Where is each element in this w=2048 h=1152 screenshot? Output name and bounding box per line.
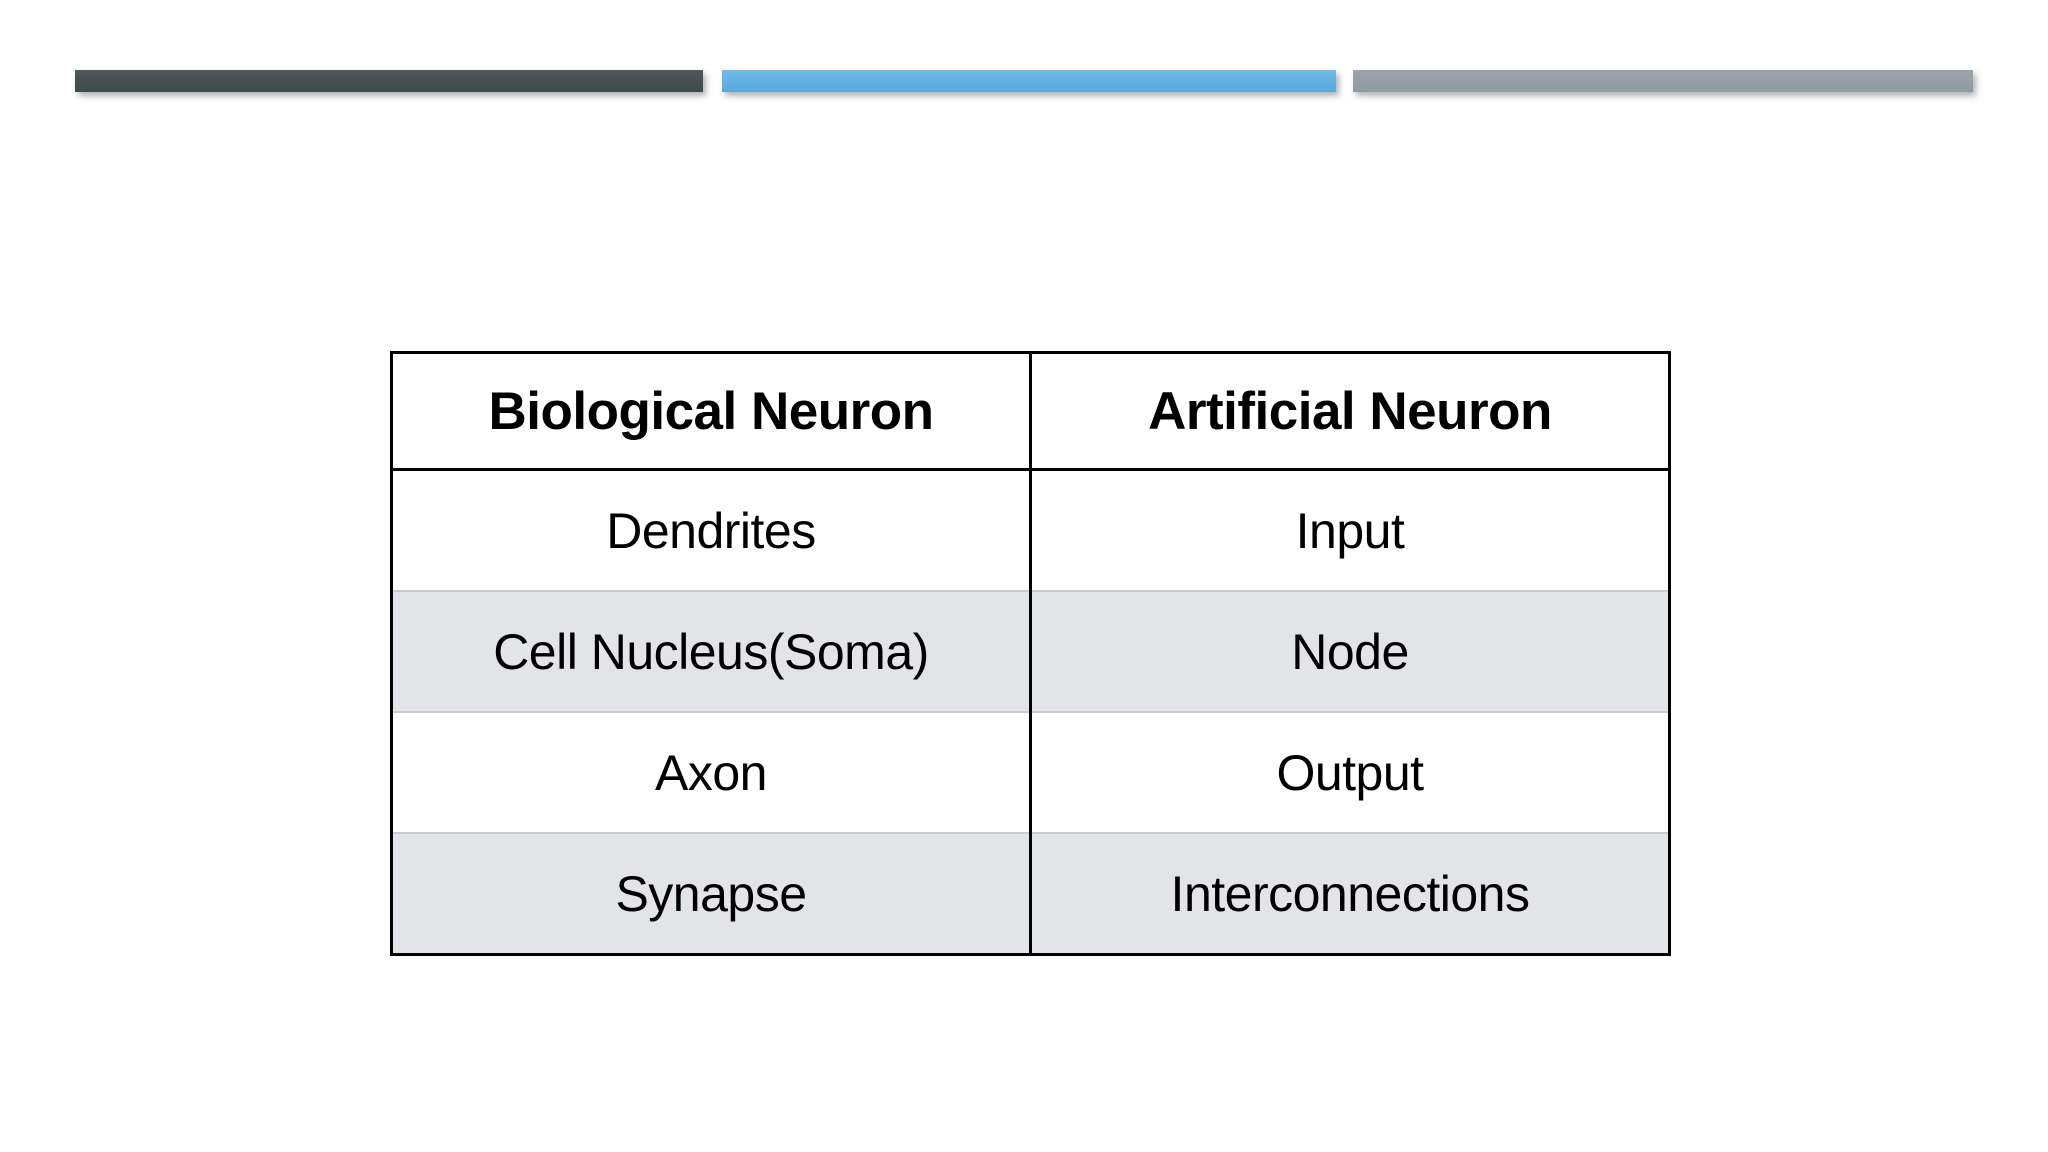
table-header-row: Biological Neuron Artificial Neuron: [391, 352, 1670, 471]
cell-artificial-output: Output: [1029, 712, 1670, 833]
cell-biological-synapse: Synapse: [391, 832, 1031, 956]
table-row: Axon Output: [391, 712, 1670, 833]
decorative-bar-dark-slate: [75, 70, 703, 92]
table-row: Dendrites Input: [391, 469, 1670, 591]
column-header-biological-neuron: Biological Neuron: [391, 352, 1031, 471]
decorative-bar-gray: [1353, 70, 1973, 92]
table-row: Synapse Interconnections: [391, 832, 1670, 956]
biological-vs-artificial-neuron-table: Biological Neuron Artificial Neuron Dend…: [390, 351, 1671, 956]
table-header: Biological Neuron Artificial Neuron: [391, 352, 1670, 471]
cell-biological-cell-nucleus-soma: Cell Nucleus(Soma): [391, 590, 1031, 713]
table-row: Cell Nucleus(Soma) Node: [391, 590, 1670, 713]
decorative-bar-blue: [722, 70, 1336, 92]
table-body: Dendrites Input Cell Nucleus(Soma) Node …: [391, 469, 1670, 956]
decorative-bar-row: [0, 70, 2048, 100]
cell-artificial-input: Input: [1029, 469, 1670, 591]
cell-artificial-interconnections: Interconnections: [1029, 832, 1670, 956]
comparison-table-container: Biological Neuron Artificial Neuron Dend…: [390, 351, 1671, 956]
cell-biological-dendrites: Dendrites: [391, 469, 1031, 591]
cell-artificial-node: Node: [1029, 590, 1670, 713]
cell-biological-axon: Axon: [391, 712, 1031, 833]
column-header-artificial-neuron: Artificial Neuron: [1029, 352, 1670, 471]
